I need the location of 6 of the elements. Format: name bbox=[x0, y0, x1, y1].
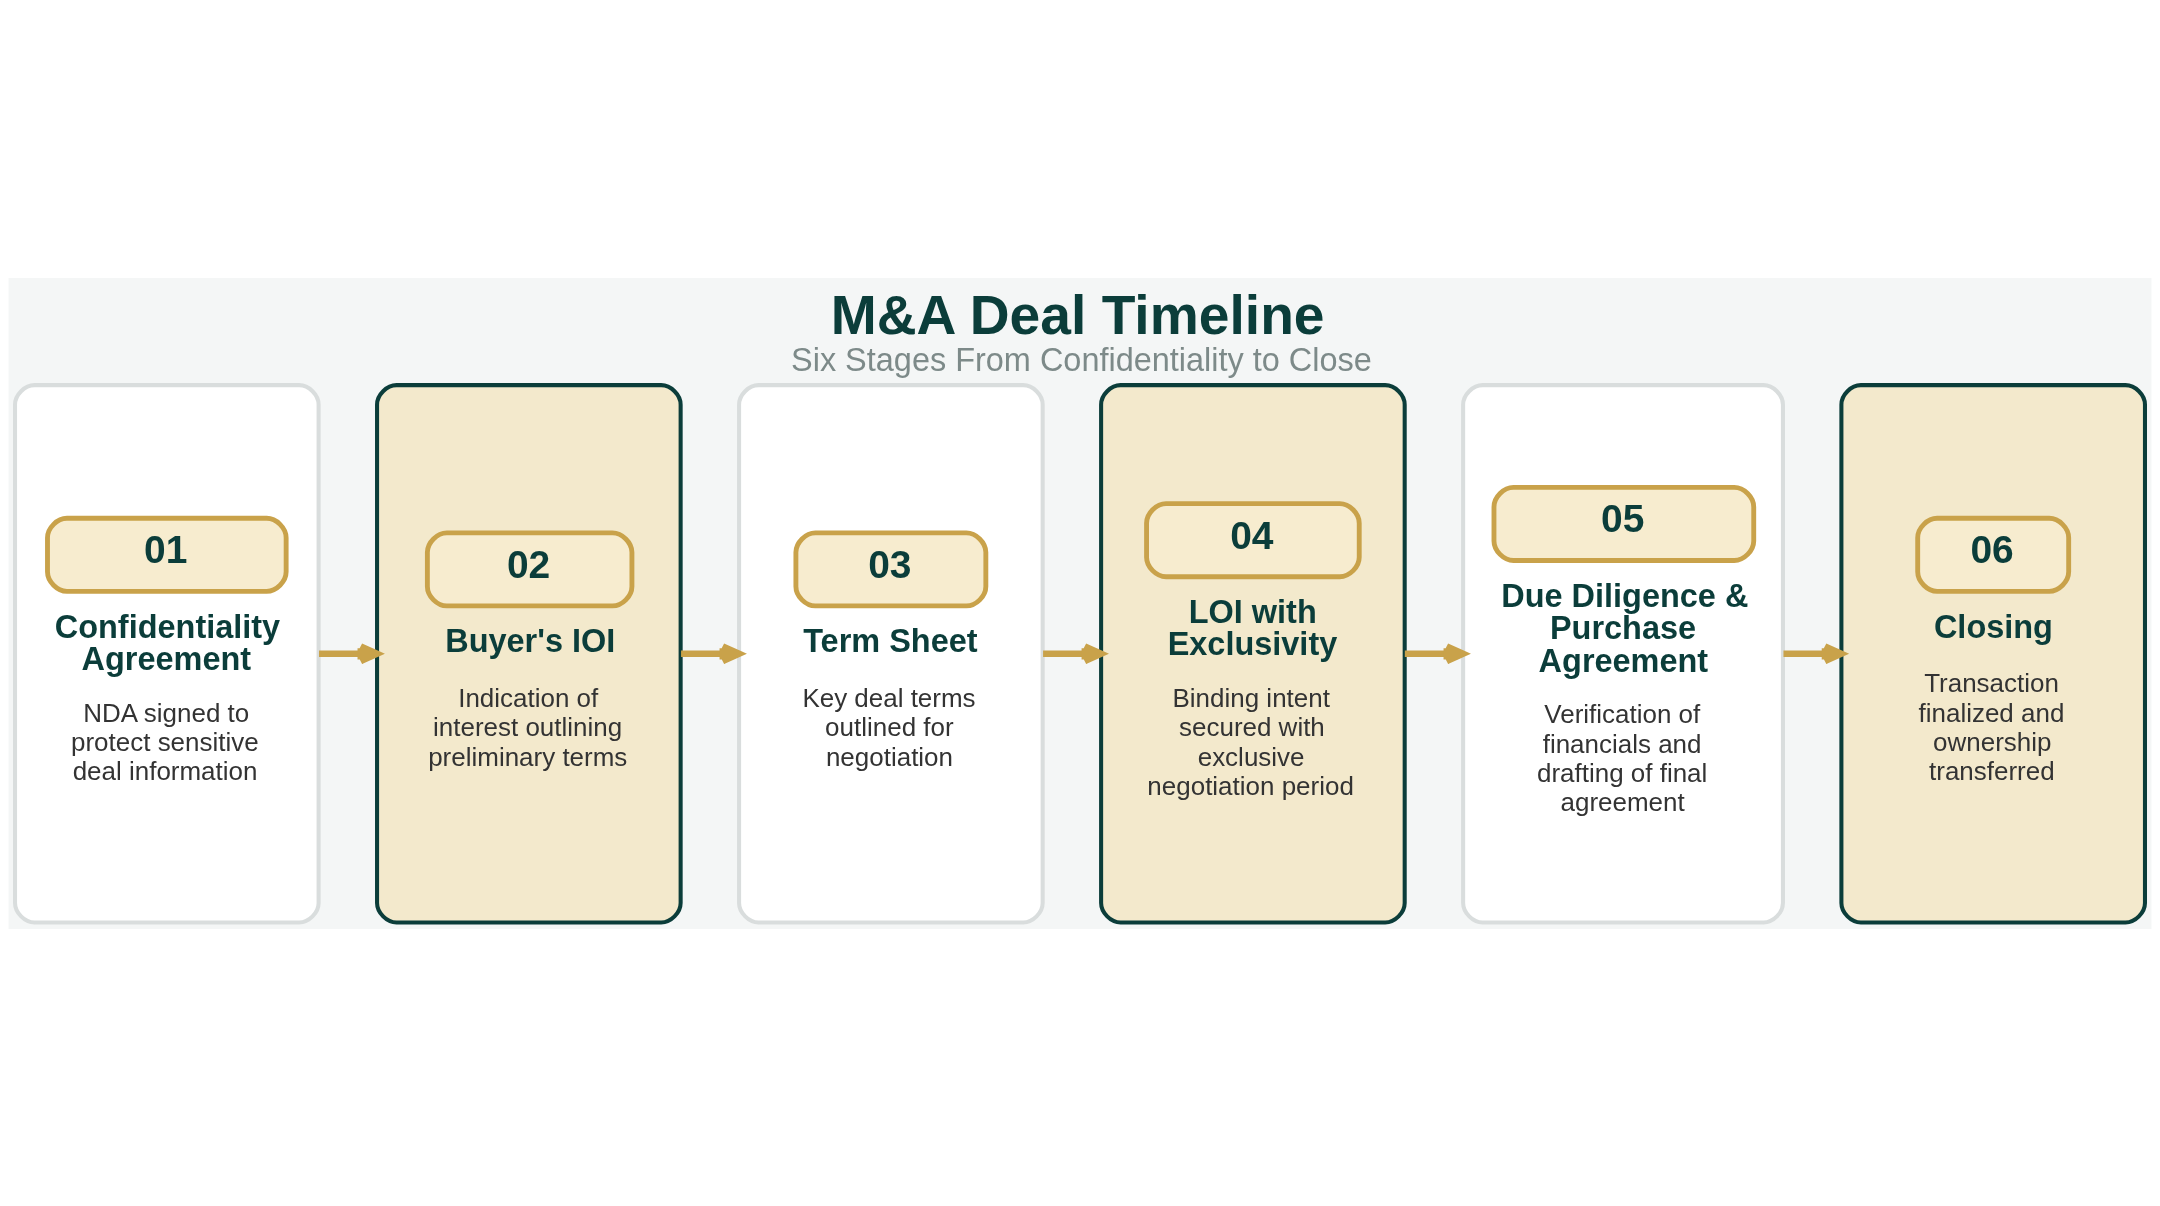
node-box: 01 Confidentiality Agreement NDA signed to protect sensitive deal information bbox=[13, 382, 321, 925]
node-box: 04 LOI with Exclusivity Binding intent secured with exclusive negotiation period bbox=[1099, 382, 1407, 925]
node-box: 02 Buyer's IOI Indication of interest outlining preliminary terms bbox=[375, 382, 683, 925]
node-box: 06 Closing Transaction finalized and ownership transferred bbox=[1839, 382, 2147, 925]
node-box: 03 Term Sheet Key deal terms outlined for negotiation bbox=[737, 382, 1045, 925]
node-box: 05 Due Diligence & Purchase Agreement Verification of financials and drafting of final agreement bbox=[1461, 382, 1785, 925]
